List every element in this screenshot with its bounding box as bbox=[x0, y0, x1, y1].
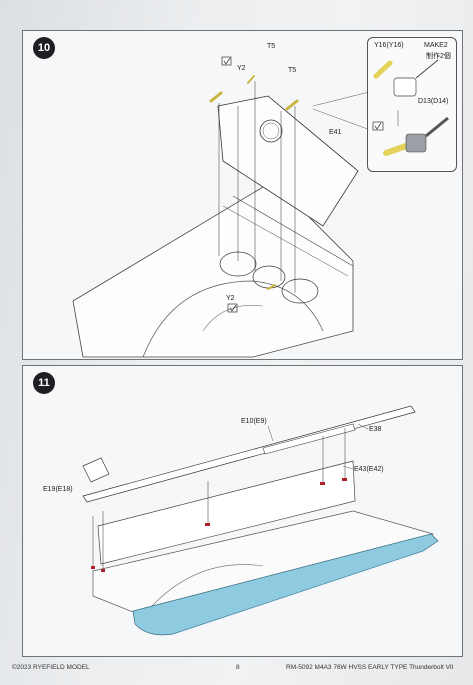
part-label-e38: E38 bbox=[369, 426, 382, 433]
make2-label: MAKE2 bbox=[424, 42, 448, 49]
step-10-panel: 10 bbox=[22, 30, 463, 360]
part-label-e10: E10(E9) bbox=[241, 418, 267, 425]
step-11-number: 11 bbox=[33, 372, 55, 394]
step-10-number: 10 bbox=[33, 37, 55, 59]
step-11-panel: 11 bbox=[22, 365, 463, 657]
footer-copyright: ©2023 RYEFIELD MODEL bbox=[12, 664, 90, 671]
step-11-drawing bbox=[82, 405, 439, 636]
part-label-t5-right: T5 bbox=[288, 67, 297, 74]
footer-page-number: 8 bbox=[236, 664, 240, 671]
make-two-inset: Y16(Y16) MAKE2 制作2個 D13(D14) bbox=[367, 37, 457, 172]
part-label-d13: D13(D14) bbox=[418, 98, 449, 105]
part-label-e41: E41 bbox=[329, 129, 342, 136]
part-label-y16: Y16(Y16) bbox=[374, 42, 404, 49]
part-label-t5-left: T5 bbox=[267, 43, 276, 50]
footer-product: RM-5092 M4A3 76W HVSS EARLY TYPE Thunder… bbox=[286, 664, 454, 671]
part-label-y2-bottom: Y2 bbox=[226, 295, 235, 302]
part-label-e43: E43(E42) bbox=[354, 466, 384, 473]
make2-label-cn: 制作2個 bbox=[426, 53, 451, 60]
step-10-drawing bbox=[72, 56, 374, 358]
part-label-y2-top: Y2 bbox=[237, 65, 246, 72]
part-label-e19: E19(E18) bbox=[43, 486, 73, 493]
